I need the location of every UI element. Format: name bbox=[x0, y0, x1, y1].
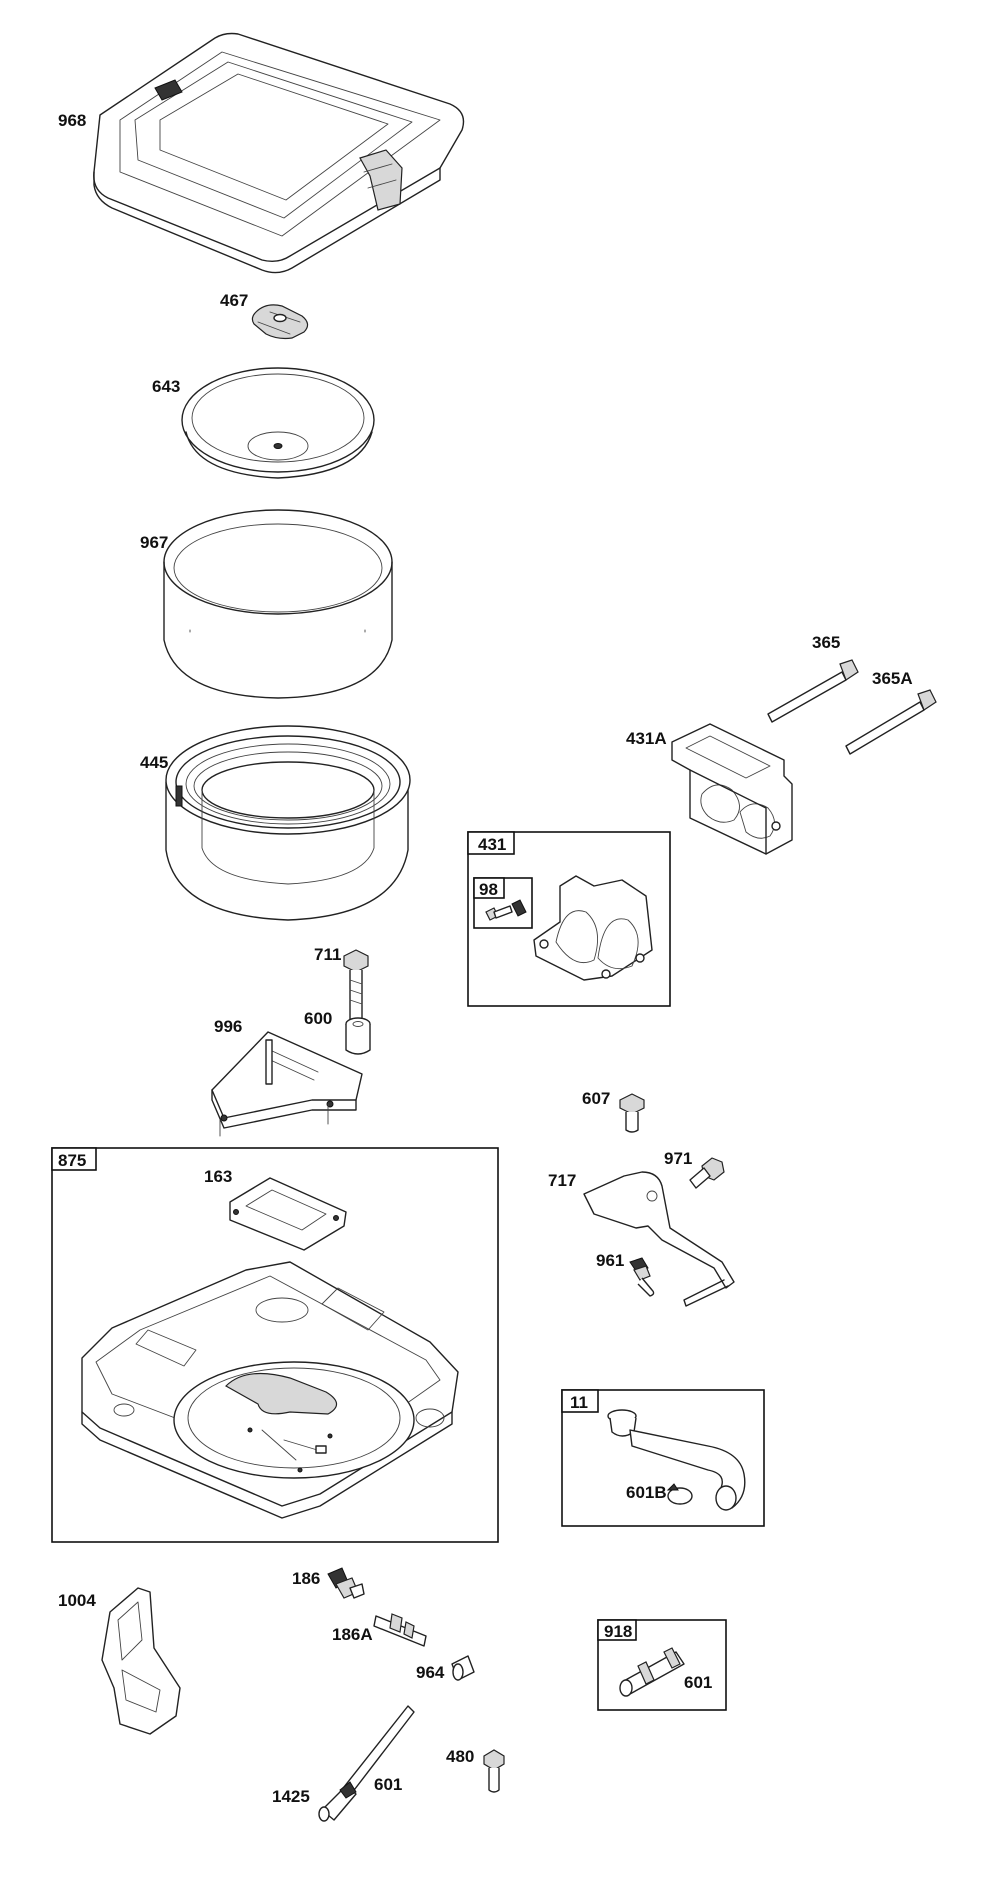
part-445-filter[interactable] bbox=[165, 725, 411, 921]
label-717: 717 bbox=[548, 1171, 576, 1190]
label-431: 431 bbox=[478, 835, 506, 854]
label-365: 365 bbox=[812, 633, 840, 652]
part-875-base[interactable] bbox=[81, 1261, 459, 1519]
part-643-plate[interactable] bbox=[181, 367, 375, 479]
part-600-spacer[interactable] bbox=[345, 1017, 371, 1055]
part-431-carb-adapter[interactable] bbox=[533, 875, 653, 981]
label-961: 961 bbox=[596, 1251, 624, 1270]
kit-918-box: 918 601 bbox=[597, 1619, 727, 1711]
part-601b-clamp[interactable] bbox=[666, 1483, 693, 1505]
part-964-hose[interactable] bbox=[451, 1655, 475, 1681]
label-996: 996 bbox=[214, 1017, 242, 1036]
part-971-bolt[interactable] bbox=[689, 1157, 725, 1189]
part-968-cover[interactable] bbox=[93, 32, 465, 274]
label-601: 601 bbox=[374, 1775, 402, 1794]
label-163: 163 bbox=[204, 1167, 232, 1186]
part-601-clamp[interactable] bbox=[339, 1781, 357, 1799]
part-365a-bolt[interactable] bbox=[845, 689, 937, 755]
part-711-bolt[interactable] bbox=[343, 949, 369, 1028]
label-601b: 601B bbox=[626, 1483, 667, 1502]
part-365-bolt[interactable] bbox=[767, 659, 859, 723]
label-1004: 1004 bbox=[58, 1591, 96, 1610]
label-643: 643 bbox=[152, 377, 180, 396]
label-186: 186 bbox=[292, 1569, 320, 1588]
label-607: 607 bbox=[582, 1089, 610, 1108]
label-11: 11 bbox=[570, 1393, 588, 1412]
label-1425: 1425 bbox=[272, 1787, 310, 1806]
part-1425-tube[interactable] bbox=[318, 1705, 415, 1822]
part-607-bolt[interactable] bbox=[619, 1093, 645, 1133]
part-163-gasket[interactable] bbox=[229, 1177, 347, 1251]
part-918-hose-assembly[interactable] bbox=[619, 1647, 685, 1697]
label-964: 964 bbox=[416, 1663, 445, 1682]
label-98: 98 bbox=[479, 880, 498, 899]
part-98-screw-spring[interactable] bbox=[485, 899, 527, 921]
part-967-precleaner[interactable] bbox=[163, 509, 393, 699]
label-467: 467 bbox=[220, 291, 248, 310]
part-467-knob[interactable] bbox=[251, 304, 309, 340]
label-875: 875 bbox=[58, 1151, 86, 1170]
part-11-breather-tube[interactable] bbox=[607, 1409, 746, 1511]
label-186a: 186A bbox=[332, 1625, 373, 1644]
label-968: 968 bbox=[58, 111, 86, 130]
label-971: 971 bbox=[664, 1149, 692, 1168]
part-1004-duct[interactable] bbox=[101, 1587, 181, 1735]
label-365a: 365A bbox=[872, 669, 913, 688]
label-601-kit: 601 bbox=[684, 1673, 712, 1692]
label-480: 480 bbox=[446, 1747, 474, 1766]
part-186a-connector[interactable] bbox=[373, 1613, 427, 1647]
label-600: 600 bbox=[304, 1009, 332, 1028]
part-996-plate[interactable] bbox=[211, 1031, 363, 1137]
kit-431-box: 431 98 bbox=[467, 831, 671, 1007]
label-967: 967 bbox=[140, 533, 168, 552]
part-431a-adapter[interactable] bbox=[671, 723, 793, 855]
label-918: 918 bbox=[604, 1622, 632, 1641]
label-711: 711 bbox=[314, 945, 341, 964]
part-717-bracket[interactable] bbox=[583, 1171, 735, 1307]
label-431a: 431A bbox=[626, 729, 667, 748]
label-445: 445 bbox=[140, 753, 168, 772]
part-480-bolt[interactable] bbox=[483, 1749, 505, 1793]
part-186-fitting[interactable] bbox=[327, 1567, 365, 1599]
kit-11-box: 11 601B bbox=[561, 1389, 765, 1527]
part-961-bolt[interactable] bbox=[629, 1257, 655, 1297]
kit-875-box: 875 163 bbox=[51, 1147, 499, 1543]
